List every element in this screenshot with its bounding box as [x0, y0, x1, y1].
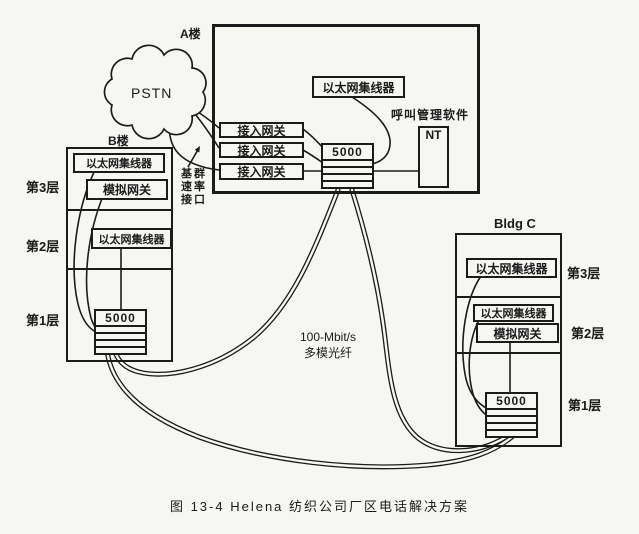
building-c-floor-2-label: 第2层: [571, 326, 605, 341]
c-hub2-to-switch-line: [468, 319, 490, 418]
rack-stripe: [96, 341, 145, 348]
pstn-cloud-label: PSTN: [131, 85, 173, 101]
building-a-5000-switch: 5000: [321, 143, 374, 189]
rack-stripe: [323, 161, 372, 168]
building-c-label: Bldg C: [494, 216, 536, 231]
building-c-floor-3-label: 第3层: [567, 266, 601, 281]
building-b-analog-gateway: 模拟网关: [86, 179, 168, 200]
pri-annotation: 基群 速率 接口: [180, 168, 208, 207]
building-c-outline: [455, 233, 562, 447]
pri-row-3: 接口: [181, 194, 207, 206]
fiber-cables: [104, 187, 516, 470]
nt-server-box: NT: [418, 126, 449, 188]
call-management-software-label: 呼叫管理软件: [391, 108, 470, 122]
building-b-floor-divider-2: [66, 268, 173, 270]
building-a-label: A楼: [180, 27, 201, 41]
rack-stripe: [487, 417, 536, 424]
building-a-ethernet-hub: 以太网集线器: [312, 76, 405, 98]
building-c-5000-switch: 5000: [485, 392, 538, 438]
building-b-label: B楼: [108, 134, 129, 148]
building-c-floor-1-label: 第1层: [568, 398, 602, 413]
a-hub-to-switch-line: [351, 96, 391, 165]
cable-b-c-inner: [105, 348, 515, 468]
pri-arrow: [187, 146, 200, 168]
cable-a-c-inner: [350, 188, 508, 452]
fiber-type-label: 多模光纤: [303, 346, 352, 360]
building-b-ethernet-hub-1: 以太网集线器: [73, 153, 165, 173]
building-b-outline: [66, 147, 173, 362]
building-b-floor-2-label: 第2层: [26, 239, 60, 254]
cable-a-b-inner: [112, 188, 340, 376]
building-b-floor-3-label: 第3层: [26, 180, 60, 195]
rack-stripe: [96, 334, 145, 341]
rack-stripe: [323, 168, 372, 175]
building-b-ethernet-hub-2: 以太网集线器: [91, 228, 172, 249]
rack-stripe: [323, 175, 372, 182]
access-gateway-3: 接入网关: [219, 163, 304, 180]
pri-row-1: 基群: [181, 168, 207, 180]
building-a-outline: [212, 24, 480, 194]
building-b-floor-divider-1: [66, 209, 173, 211]
fiber-annotation: 100-Mbit/s 多模光纤: [268, 330, 388, 361]
access-gateway-2: 接入网关: [219, 142, 304, 158]
building-c-floor-divider-1: [455, 296, 562, 298]
rack-stripe: [323, 182, 372, 187]
building-a-5000-label: 5000: [323, 145, 372, 161]
rack-stripe: [96, 327, 145, 334]
building-c-ethernet-hub-1: 以太网集线器: [466, 258, 557, 278]
building-c-5000-label: 5000: [487, 394, 536, 410]
building-c-floor-divider-2: [455, 352, 562, 354]
building-b-floor-1-label: 第1层: [26, 313, 60, 328]
access-gateway-1: 接入网关: [219, 122, 304, 138]
building-b-5000-label: 5000: [96, 311, 145, 327]
pstn-line-2: [194, 113, 220, 149]
pstn-cloud: [103, 44, 207, 140]
rack-stripe: [487, 410, 536, 417]
fiber-speed-label: 100-Mbit/s: [299, 330, 357, 344]
b-hub1-to-switch-line: [73, 167, 97, 333]
pri-row-2: 速率: [181, 181, 207, 193]
building-c-ethernet-hub-2: 以太网集线器: [473, 304, 554, 322]
building-b-5000-switch: 5000: [94, 309, 147, 355]
figure-caption: 图 13-4 Helena 纺织公司厂区电话解决方案: [169, 499, 470, 514]
rack-stripe: [96, 348, 145, 353]
building-c-analog-gateway: 模拟网关: [476, 323, 559, 343]
rack-stripe: [487, 424, 536, 431]
rack-stripe: [487, 431, 536, 436]
